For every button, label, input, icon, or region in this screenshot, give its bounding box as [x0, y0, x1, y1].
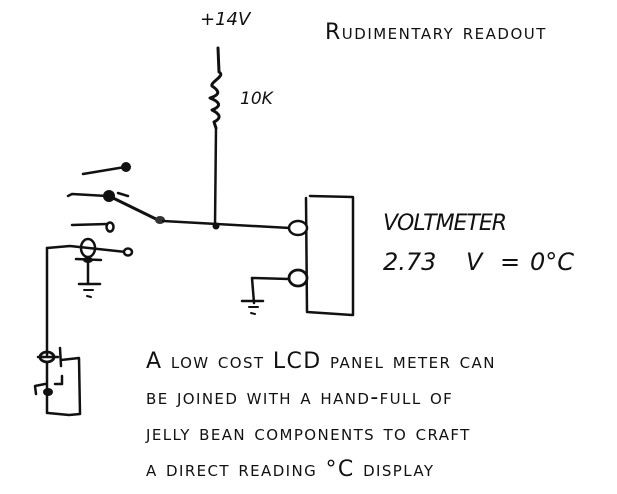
meter-terminal-negative	[287, 268, 309, 288]
calibration-temperature: 0°C	[530, 248, 574, 276]
voltmeter-panel	[287, 194, 355, 317]
sensor-transistor-upper	[45, 237, 134, 298]
page-title: Rudimentary readout	[325, 20, 547, 45]
wire-to-meter	[161, 219, 292, 230]
calibration-voltage: 2.73	[383, 248, 436, 276]
junction-dot	[212, 222, 220, 230]
sensor-transistor-lower	[33, 346, 82, 417]
switch-wiper	[107, 194, 160, 222]
calibration-note: 2.73 V = 0°C	[383, 248, 574, 276]
caption-line: A low cost LCD panel meter can	[146, 349, 496, 374]
calibration-unit: V	[466, 248, 484, 276]
caption-line: jelly bean components to craft	[146, 421, 471, 446]
ground-symbol-meter	[240, 276, 291, 315]
resistor-label: 10K	[240, 89, 275, 109]
meter-terminal-positive	[287, 219, 309, 237]
calibration-equals: =	[500, 248, 520, 276]
resistor-10k	[208, 46, 223, 130]
rotary-switch	[66, 162, 165, 233]
switch-contact-1	[121, 162, 131, 172]
wire-resistor-to-junction	[213, 126, 218, 228]
switch-contact-4	[122, 247, 134, 257]
caption-line: be joined with a hand-full of	[146, 385, 454, 410]
caption: A low cost LCD panel meter can be joined…	[146, 344, 616, 488]
voltmeter-label: VOLTMETER	[383, 211, 506, 236]
caption-line: a direct reading °C display	[146, 457, 435, 482]
switch-contact-3	[105, 221, 115, 233]
supply-voltage-label: +14V	[200, 9, 252, 30]
